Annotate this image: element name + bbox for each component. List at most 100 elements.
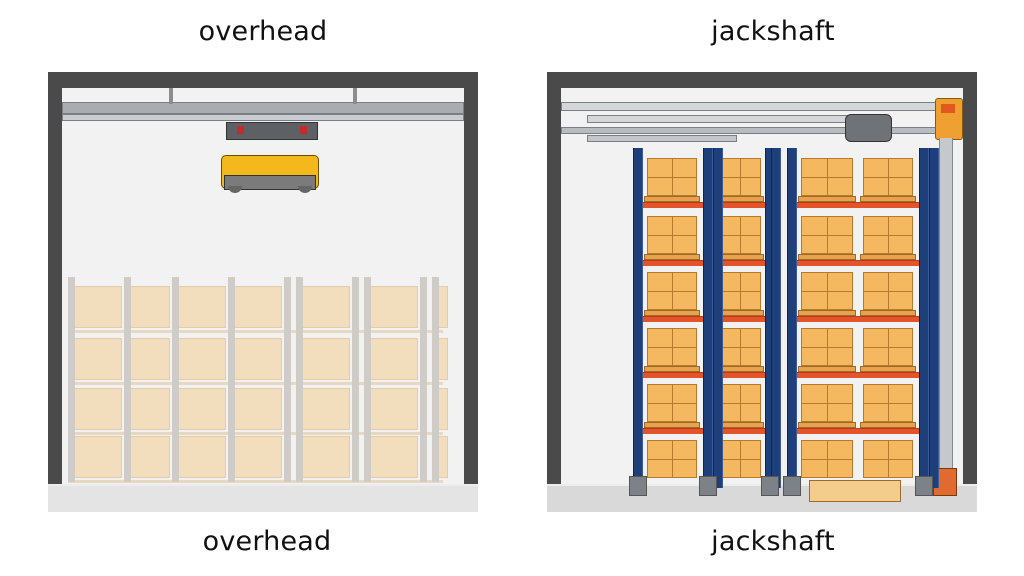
pipe-rail-top [561,102,937,111]
floor-conveyor [809,480,901,502]
orange-control-box-icon [935,98,963,140]
pallet [644,310,700,316]
ceiling-rail-top [62,102,464,114]
label-top-jackshaft: jackshaft [711,16,835,47]
pallet [860,254,916,260]
faded-box [234,388,282,430]
red-light-icon [300,126,307,134]
pallet [798,196,856,202]
faded-box [370,286,418,328]
left-wall [48,72,62,484]
faded-post [124,277,131,482]
floor [48,486,478,512]
pallet-box [801,384,853,422]
label-bottom-jackshaft: jackshaft [711,526,835,557]
faded-box [302,436,350,478]
red-light-icon [237,126,244,134]
rail-hanger [353,88,357,104]
faded-post [352,277,359,482]
left-wall [547,72,561,484]
base-plate [783,476,801,496]
faded-box [178,388,226,430]
pallet [798,422,856,428]
base-plate [629,476,647,496]
jackshaft-panel [547,72,977,512]
rack-upright [633,148,643,488]
rack-beam [791,260,921,266]
rail-hanger [169,88,173,104]
faded-box [302,338,350,380]
pallet-box [647,384,697,422]
pallet [644,366,700,372]
pallet-box [647,272,697,310]
rack-upright [713,148,723,488]
rack-beam [791,372,921,378]
pallet [860,422,916,428]
faded-box [130,388,170,430]
faded-box [74,338,122,380]
faded-box [130,338,170,380]
trolley-wheel [298,186,312,193]
pallet-box [719,384,761,422]
pallet-box [801,272,853,310]
faded-box [234,338,282,380]
pallet-box [801,216,853,254]
faded-box [130,286,170,328]
rack-beam [791,428,921,434]
ceiling-rail-lower [62,114,464,121]
pallet-box [647,216,697,254]
faded-box [302,286,350,328]
pallet [860,196,916,202]
faded-post [228,277,235,482]
pallet [798,254,856,260]
pallet-box [719,272,761,310]
shaft-rail [587,135,737,142]
faded-box [370,436,418,478]
pallet-box [719,158,761,196]
pallet-box [801,328,853,366]
overhead-panel [48,72,478,512]
faded-box [74,388,122,430]
label-top-overhead: overhead [198,16,328,47]
right-wall [464,72,478,484]
faded-beam [68,330,443,333]
pallet [798,310,856,316]
faded-post [364,277,371,482]
right-wall [963,72,977,484]
faded-post [68,277,75,482]
pallet [798,366,856,372]
rack-beam [791,316,921,322]
pallet-box [863,216,913,254]
rack-upright [787,148,797,488]
trolley-wheel [228,186,242,193]
base-plate [915,476,933,496]
pallet-box [863,158,913,196]
rack-beam [791,202,921,208]
pallet-box [863,384,913,422]
faded-post [432,277,439,482]
label-bottom-overhead: overhead [202,526,332,557]
faded-beam [68,382,443,385]
pallet-box [863,328,913,366]
pipe-rail-middle [587,115,867,123]
pallet-box [801,158,853,196]
faded-beam [68,480,443,483]
faded-box [234,286,282,328]
pallet-box [863,440,913,478]
ceiling-wall [547,72,977,88]
base-plate [699,476,717,496]
faded-box [438,436,448,478]
pallet-box [647,158,697,196]
faded-box [438,338,448,380]
faded-box [178,436,226,478]
faded-box [234,436,282,478]
faded-box [370,388,418,430]
rack-upright [703,148,713,488]
faded-box [74,286,122,328]
base-plate [761,476,779,496]
faded-box [178,286,226,328]
pallet-box [801,440,853,478]
pallet-box [863,272,913,310]
faded-post [284,277,291,482]
pallet [644,422,700,428]
